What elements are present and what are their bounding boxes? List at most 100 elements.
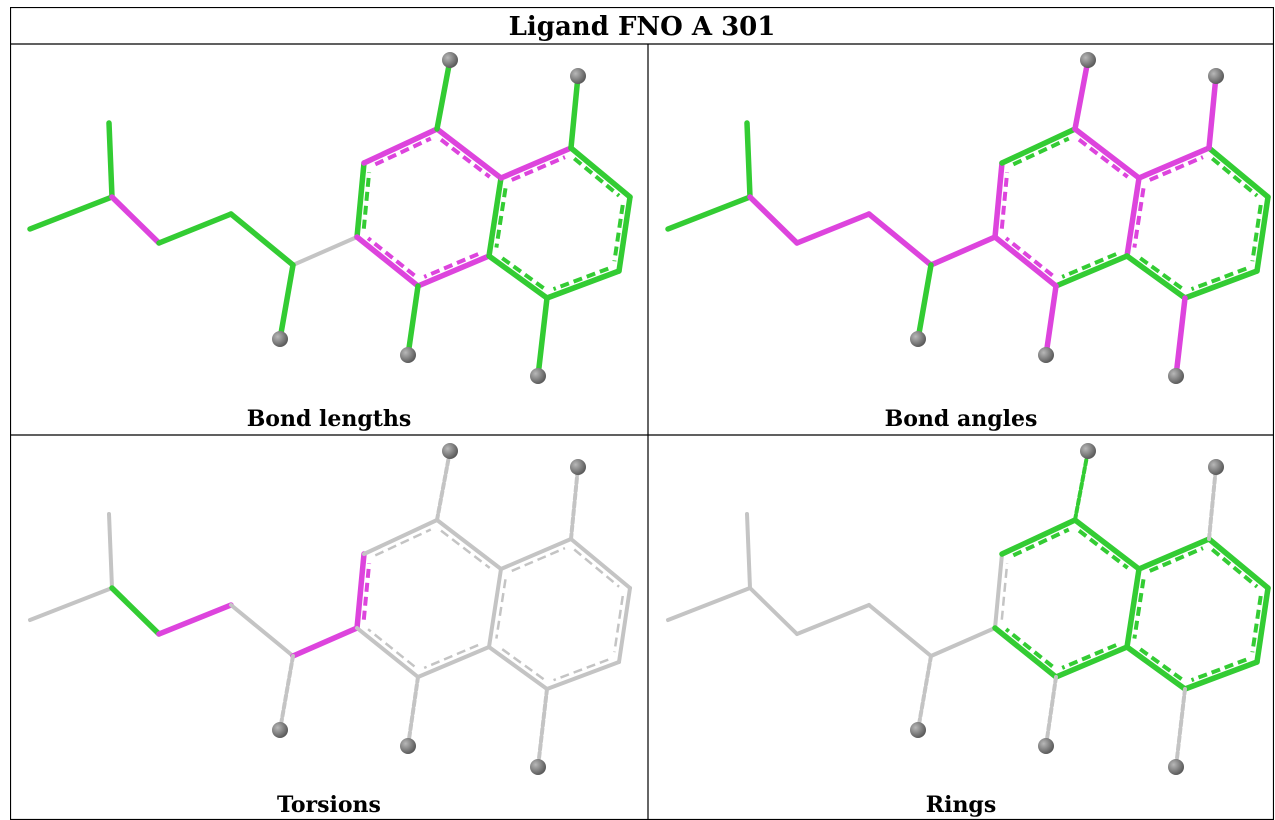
atom-sphere <box>1038 347 1054 363</box>
bond <box>999 126 1078 166</box>
aromatic-bond-dash <box>1061 252 1117 279</box>
bond <box>992 625 1059 680</box>
aromatic-bond-dash <box>613 595 624 653</box>
atom-sphere <box>272 331 288 347</box>
bond <box>535 295 550 379</box>
bond <box>617 586 632 664</box>
molecule-torsions <box>28 443 632 775</box>
bond <box>569 537 632 590</box>
atom-sphere <box>570 68 586 84</box>
bond <box>867 603 933 658</box>
atom-sphere <box>530 368 546 384</box>
molecule-bond-angles <box>665 52 1271 384</box>
aromatic-bond-dash <box>374 528 432 557</box>
aromatic-bond-dash <box>1077 138 1129 179</box>
atom-sphere <box>910 331 926 347</box>
aromatic-bond-dash <box>999 172 1010 229</box>
aromatic-bond-dash <box>1136 645 1183 681</box>
aromatic-bond-dash <box>423 252 479 279</box>
bond <box>544 268 622 301</box>
atom-sphere <box>400 738 416 754</box>
bond <box>1053 644 1130 680</box>
bond <box>290 625 360 659</box>
bond <box>28 586 114 622</box>
caption-bond-angles: Bond angles <box>885 406 1038 432</box>
bond <box>434 57 453 132</box>
bond <box>361 126 440 166</box>
bond <box>992 160 1005 240</box>
aromatic-bond-dash <box>1190 266 1247 292</box>
atom-sphere <box>400 347 416 363</box>
atom-sphere <box>1168 759 1184 775</box>
aromatic-bond-dash <box>440 529 491 569</box>
atom-sphere <box>1208 68 1224 84</box>
bond <box>416 645 491 679</box>
table-grid <box>10 7 1274 820</box>
bond <box>545 660 621 691</box>
atom-sphere <box>272 722 288 738</box>
bond <box>106 120 115 200</box>
bond <box>354 551 367 631</box>
bond <box>569 465 580 541</box>
bond <box>1182 659 1260 692</box>
bond <box>486 175 504 259</box>
bond <box>1073 449 1090 522</box>
bond <box>1173 295 1188 379</box>
aromatic-bond-dash <box>573 548 620 588</box>
bond <box>435 449 452 522</box>
bond <box>747 194 800 246</box>
bond <box>665 194 753 232</box>
atom-sphere <box>1080 443 1096 459</box>
bond <box>1124 566 1142 650</box>
caption-bond-lengths: Bond lengths <box>247 406 412 432</box>
bond <box>1207 465 1218 541</box>
caption-rings: Rings <box>926 792 996 818</box>
atom-sphere <box>1168 368 1184 384</box>
bond <box>1044 675 1058 748</box>
bond <box>278 654 295 732</box>
bond <box>666 586 752 622</box>
bond <box>277 262 296 342</box>
aromatic-bond-dash <box>439 138 491 179</box>
bond <box>1206 73 1219 151</box>
bond <box>415 253 492 289</box>
bond <box>355 626 420 679</box>
aromatic-bond-dash <box>367 628 416 668</box>
aromatic-bond-dash <box>1061 643 1117 670</box>
panel-bond-angles: Bond angles <box>665 52 1271 432</box>
aromatic-bond-dash <box>361 172 372 229</box>
bond <box>487 645 549 691</box>
aromatic-bond-dash <box>1136 254 1183 290</box>
bond <box>916 654 933 732</box>
bond <box>1206 145 1271 200</box>
bond <box>406 675 420 748</box>
bond <box>107 512 114 590</box>
bond <box>229 603 295 658</box>
bond <box>794 211 872 246</box>
bond <box>156 211 234 246</box>
panel-rings: Rings <box>666 443 1271 818</box>
bond <box>434 126 504 181</box>
bond <box>1053 253 1130 289</box>
bond <box>109 194 162 246</box>
aromatic-bond-dash <box>511 546 566 573</box>
aromatic-bond-dash <box>1004 627 1054 669</box>
bond <box>915 262 934 342</box>
bond <box>1254 585 1271 665</box>
panel-torsions: Torsions <box>28 443 632 818</box>
aromatic-bond-dash <box>572 156 621 198</box>
bond <box>1254 194 1271 274</box>
bond <box>1136 536 1212 572</box>
bond <box>929 626 997 658</box>
aromatic-bond-dash <box>1148 155 1204 182</box>
atom-sphere <box>442 443 458 459</box>
aromatic-bond-dash <box>498 254 545 290</box>
atom-sphere <box>1208 459 1224 475</box>
panel-bond-lengths: Bond lengths <box>27 52 633 432</box>
aromatic-bond-dash <box>1000 563 1009 620</box>
atom-sphere <box>910 722 926 738</box>
bond <box>362 518 439 556</box>
aromatic-bond-dash <box>1190 657 1247 683</box>
atom-sphere <box>1080 52 1096 68</box>
bond <box>27 194 115 232</box>
